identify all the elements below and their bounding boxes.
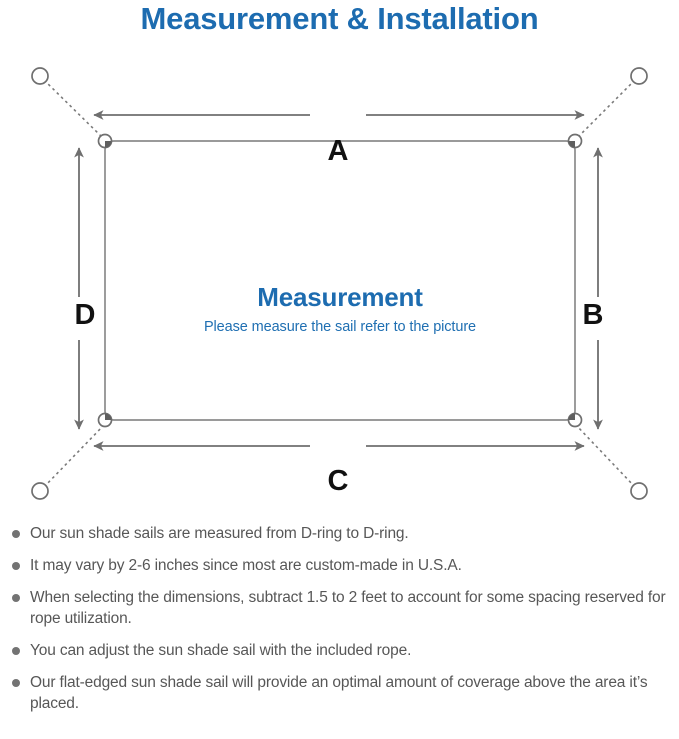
sail-center-caption: Measurement Please measure the sail refe… xyxy=(110,282,570,336)
list-item-text: Our flat-edged sun shade sail will provi… xyxy=(30,674,648,712)
anchor-point-bottom-left xyxy=(31,482,49,500)
bullet-icon xyxy=(12,530,20,538)
d-ring-shading xyxy=(105,141,575,420)
sail-center-heading: Measurement xyxy=(257,282,423,312)
bullet-icon xyxy=(12,679,20,687)
d-ring-shade-bottom-right xyxy=(568,413,575,420)
dimension-arrows xyxy=(74,110,603,451)
list-item: Our sun shade sails are measured from D-… xyxy=(0,523,679,544)
bullet-icon xyxy=(12,647,20,655)
page-title: Measurement & Installation xyxy=(140,1,539,36)
list-item: When selecting the dimensions, subtract … xyxy=(0,587,679,629)
list-item-text: It may vary by 2-6 inches since most are… xyxy=(30,557,462,574)
measurement-diagram: A B C D Measurement Please measure the s… xyxy=(0,44,679,514)
rope-line-top-right xyxy=(575,79,636,140)
bullet-icon xyxy=(12,594,20,602)
d-ring-shade-bottom-left xyxy=(105,413,112,420)
dimension-label-d: D xyxy=(74,299,96,331)
bullet-icon xyxy=(12,562,20,570)
sail-shape xyxy=(104,140,576,421)
list-item-text: You can adjust the sun shade sail with t… xyxy=(30,642,412,659)
anchor-point-top-right xyxy=(630,67,648,85)
dimension-label-b: B xyxy=(582,299,604,331)
dimension-label-a: A xyxy=(327,135,349,167)
dimension-label-c: C xyxy=(327,465,349,497)
notes-list: Our sun shade sails are measured from D-… xyxy=(0,523,679,725)
list-item: You can adjust the sun shade sail with t… xyxy=(0,640,679,661)
rope-lines xyxy=(43,79,636,488)
rope-line-bottom-right xyxy=(575,424,636,488)
list-item: It may vary by 2-6 inches since most are… xyxy=(0,555,679,576)
d-ring-shade-top-left xyxy=(105,141,112,148)
list-item-text: Our sun shade sails are measured from D-… xyxy=(30,525,409,542)
anchor-points xyxy=(31,67,648,500)
measurement-diagram-svg xyxy=(31,67,648,500)
sail-center-subheading: Please measure the sail refer to the pic… xyxy=(203,319,477,335)
rope-line-top-left xyxy=(43,79,105,140)
list-item: Our flat-edged sun shade sail will provi… xyxy=(0,672,679,714)
anchor-point-bottom-right xyxy=(630,482,648,500)
rope-line-bottom-left xyxy=(43,424,105,488)
list-item-text: When selecting the dimensions, subtract … xyxy=(30,589,666,627)
d-ring-shade-top-right xyxy=(568,141,575,148)
anchor-point-top-left xyxy=(31,67,49,85)
